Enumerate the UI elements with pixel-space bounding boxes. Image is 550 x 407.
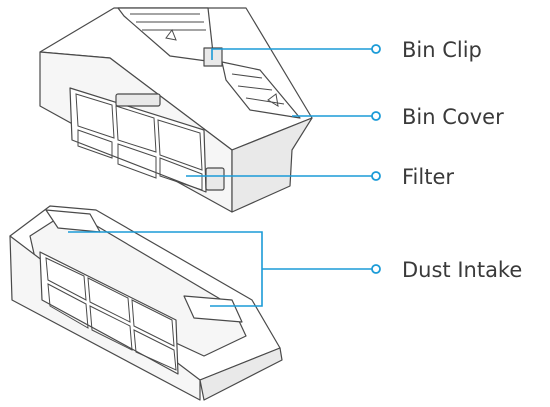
filter-label: Filter bbox=[402, 165, 454, 189]
filter-grille-bottom bbox=[39, 251, 179, 375]
bin-clip-leader bbox=[211, 48, 372, 60]
filter-marker bbox=[371, 171, 381, 181]
dust-intake-label: Dust Intake bbox=[402, 258, 522, 282]
filter-grille-top bbox=[69, 87, 207, 193]
dust-intake-marker bbox=[371, 264, 381, 274]
bin-cover-label: Bin Cover bbox=[402, 105, 504, 129]
leader-lines bbox=[68, 44, 381, 307]
bin-cover-marker bbox=[371, 111, 381, 121]
bin-clip-label: Bin Clip bbox=[402, 38, 482, 62]
dustbin-bottom-illustration bbox=[9, 205, 283, 401]
dustbin-top-illustration bbox=[39, 7, 313, 213]
bin-clip-marker bbox=[371, 44, 381, 54]
